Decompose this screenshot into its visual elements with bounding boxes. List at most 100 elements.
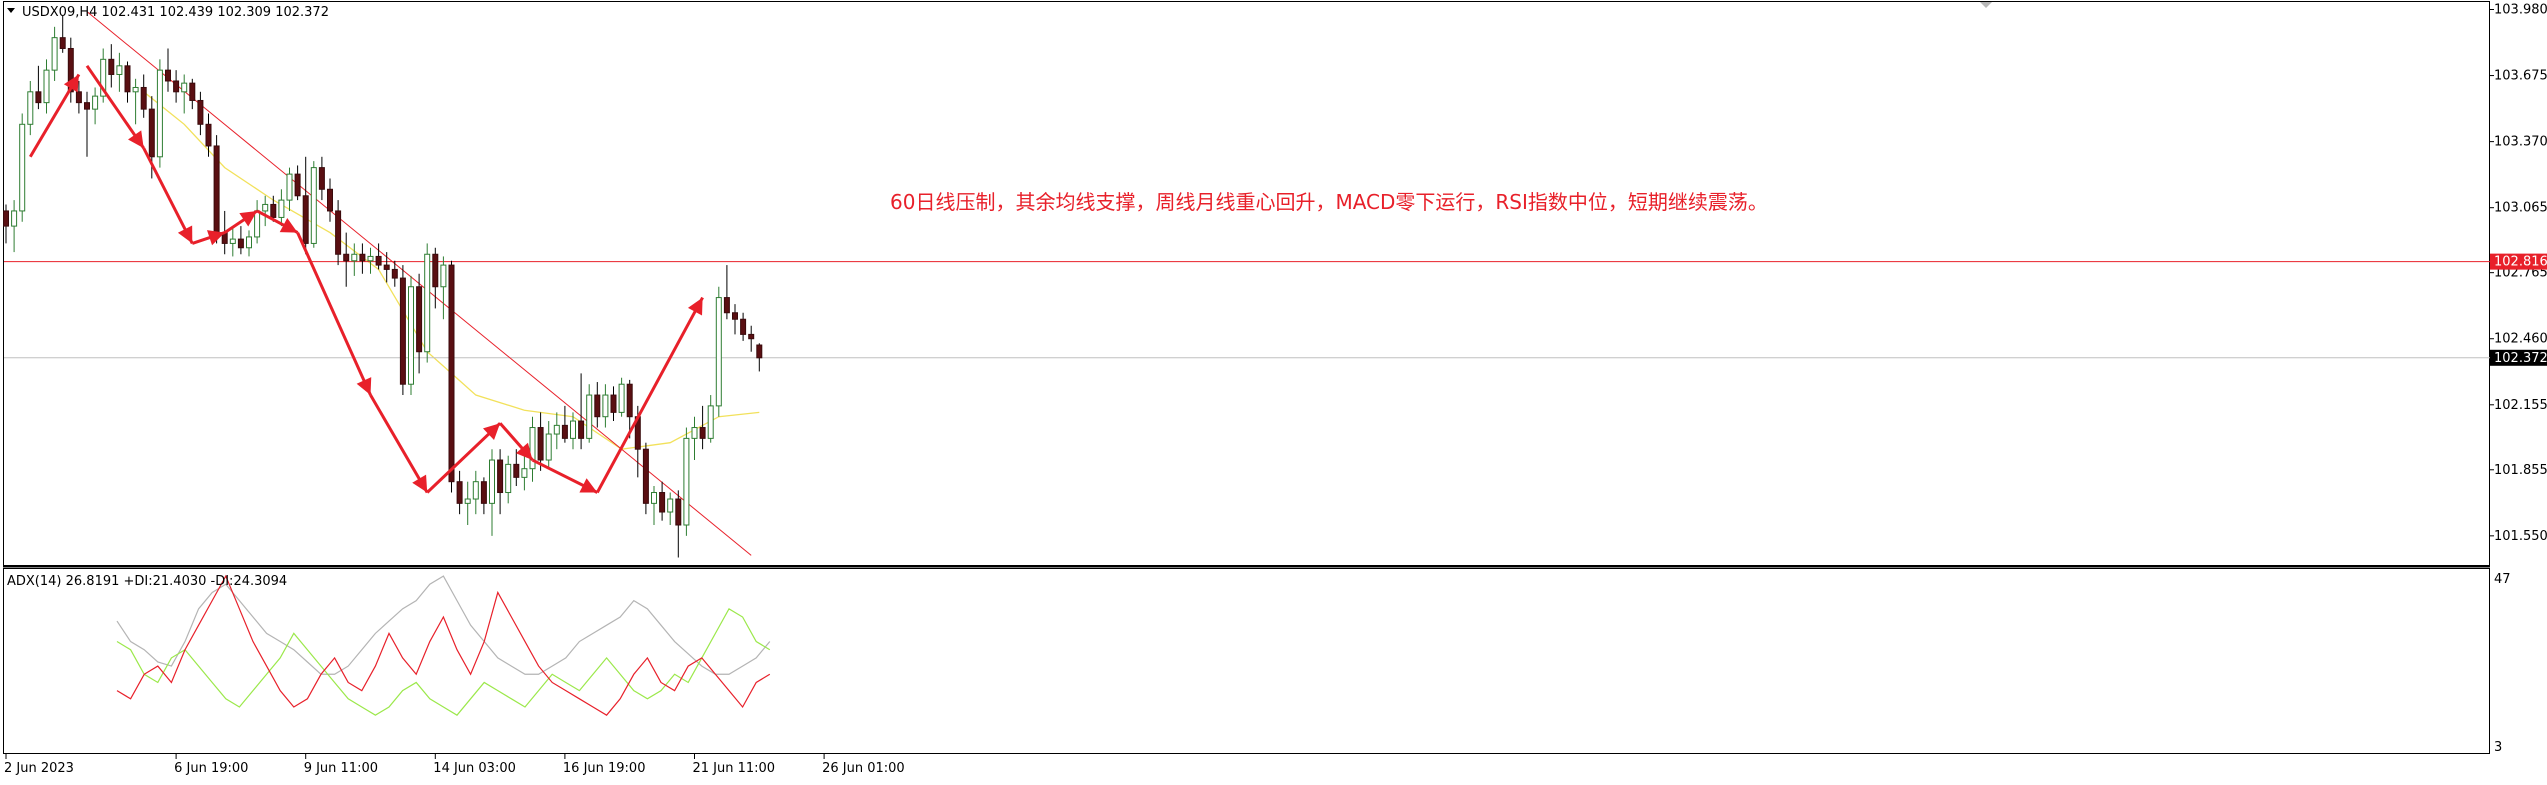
candle	[246, 230, 252, 257]
candle-body-bull	[11, 210, 18, 227]
candle-body-bear	[537, 427, 544, 461]
candle-body-bull	[43, 69, 50, 104]
arrow-head	[206, 230, 225, 246]
wave-arrow	[531, 458, 598, 494]
candle-body-bull	[570, 420, 576, 439]
candle	[723, 265, 730, 320]
price-axis: 103.980103.675103.370103.065102.765102.4…	[2490, 2, 2547, 544]
candle-body-bull	[408, 286, 414, 385]
candle	[116, 52, 123, 92]
candle-body-bull	[586, 394, 593, 439]
wave-arrow	[191, 230, 226, 246]
candle-body-bear	[3, 210, 9, 227]
candle-body-bull	[553, 424, 560, 435]
candle-body-bear	[416, 286, 423, 353]
analysis-annotation: 60日线压制，其余均线支撑，周线月线重心回升，MACD零下运行，RSI指数中位，…	[890, 190, 1768, 214]
candle	[84, 91, 90, 157]
candle-body-bull	[529, 427, 536, 470]
candle-body-bear	[578, 420, 585, 439]
collapse-triangle-icon[interactable]	[7, 8, 15, 13]
arrow-shaft	[296, 231, 372, 396]
candle	[529, 416, 536, 482]
candle	[432, 247, 439, 309]
candle	[124, 61, 131, 103]
candle-body-bull	[424, 253, 431, 353]
wave-arrow	[426, 422, 502, 494]
price-tick-label: 103.980	[2494, 2, 2547, 17]
candle-body-bear	[67, 47, 74, 93]
candle	[561, 405, 568, 443]
candle	[570, 412, 576, 450]
candle-body-bull	[651, 492, 657, 504]
candle	[335, 200, 342, 266]
candle-body-bull	[286, 173, 293, 201]
wave-arrow	[85, 64, 145, 149]
resistance-price-label: 102.816	[2494, 255, 2547, 270]
candle-body-bull	[278, 199, 285, 218]
candle	[165, 48, 171, 92]
candle-body-bull	[254, 210, 261, 238]
candle	[100, 48, 107, 103]
candle-body-bear	[197, 99, 204, 125]
wave-arrow	[369, 394, 429, 494]
candle-body-bull	[367, 255, 374, 262]
candle-body-bull	[472, 481, 479, 500]
candle-body-bear	[375, 255, 382, 266]
candle	[659, 481, 666, 521]
candle-body-bear	[302, 195, 309, 244]
candle	[748, 325, 755, 352]
candle-body-bull	[51, 37, 58, 71]
candle-body-bear	[513, 463, 520, 478]
candle	[521, 455, 528, 491]
candle-body-bear	[756, 344, 763, 359]
horizontal-lines	[4, 261, 2490, 359]
candle-body-bear	[335, 210, 342, 255]
price-tick-label: 103.675	[2494, 69, 2547, 84]
candle-body-bear	[237, 238, 244, 249]
candle-body-bull	[521, 468, 528, 478]
candle-body-bull	[262, 203, 269, 212]
time-tick-label: 9 Jun 11:00	[304, 761, 378, 776]
time-tick-label: 2 Jun 2023	[4, 761, 74, 776]
indicator-panel-frame	[3, 568, 2490, 754]
candle-body-bear	[59, 37, 66, 49]
candle-body-bull	[505, 463, 512, 494]
arrow-shaft	[142, 147, 194, 245]
candle	[756, 343, 763, 372]
candle-body-bear	[383, 264, 390, 270]
candle	[27, 80, 34, 136]
candle-body-bear	[448, 264, 455, 483]
candle	[11, 200, 18, 253]
candle	[383, 252, 390, 283]
candle	[740, 312, 747, 341]
candle-body-bull	[667, 498, 674, 513]
arrow-head	[687, 297, 703, 316]
candle-body-bear	[205, 123, 212, 147]
candle-body-bull	[464, 498, 471, 504]
candle-body-bull	[545, 433, 552, 461]
arrow-shaft	[85, 64, 145, 149]
scroll-marker-icon[interactable]	[1980, 2, 1992, 8]
candle-body-bull	[156, 69, 163, 158]
arrow-head	[412, 474, 428, 493]
candle	[67, 37, 74, 103]
price-tick-label: 101.550	[2494, 529, 2547, 544]
candle	[351, 243, 358, 276]
candle-body-bear	[699, 427, 706, 439]
wave-arrows	[29, 64, 704, 494]
candle	[391, 260, 398, 287]
time-tick-label: 14 Jun 03:00	[433, 761, 516, 776]
indicator-axis-top: 47	[2494, 572, 2511, 587]
candle	[294, 165, 301, 201]
wave-arrow	[142, 147, 194, 245]
time-tick-label: 21 Jun 11:00	[693, 761, 776, 776]
candle	[618, 377, 625, 417]
candle	[416, 273, 423, 374]
candle-body-bull	[715, 297, 722, 407]
candle	[399, 265, 406, 396]
candle	[545, 421, 552, 469]
candle-body-bear	[84, 102, 90, 110]
indicator-axis-bottom: 3	[2494, 740, 2502, 755]
